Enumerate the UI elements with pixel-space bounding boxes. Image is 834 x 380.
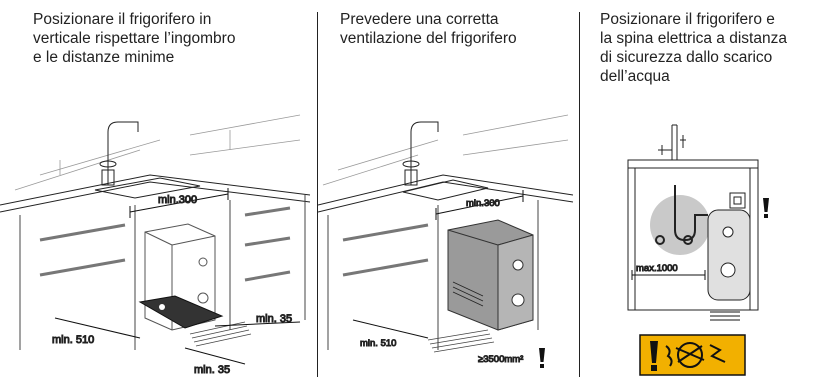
dimension-lines <box>54 188 301 365</box>
illustration-safety: max.1000 <box>627 124 769 376</box>
countertop <box>0 174 311 213</box>
faucet-icon <box>402 121 439 186</box>
dim-left: min. 510 <box>360 338 396 349</box>
cabinets <box>19 195 306 350</box>
base-tray <box>138 295 224 329</box>
illustration-placement: min.300 min. 35 min. 35 min. 510 <box>0 114 311 377</box>
dim-left: min. 510 <box>52 334 94 346</box>
exclamation-icon <box>650 341 658 371</box>
divider-1 <box>317 12 318 377</box>
warning-sign <box>639 334 746 376</box>
caption-safety: Posizionare il frigorifero e la spina el… <box>600 11 787 85</box>
faucet-icon <box>658 124 686 160</box>
dim-vent: ≥3500mm² <box>478 354 523 365</box>
dim-top: min.300 <box>466 198 500 209</box>
dimension-lines <box>631 270 706 280</box>
drain-zone <box>650 195 710 255</box>
cabinets <box>327 200 539 350</box>
panel-safety: Posizionare il frigorifero e la spina el… <box>580 0 834 380</box>
wall-tiles <box>14 114 301 191</box>
dim-top: min.300 <box>158 194 197 206</box>
refrigerator-icon <box>447 219 534 331</box>
caption-placement: Posizionare il frigorifero in verticale … <box>33 11 236 66</box>
dim-max: max.1000 <box>636 263 678 274</box>
wall-tiles <box>322 114 569 186</box>
divider-2 <box>579 12 580 377</box>
electric-shock-icon <box>665 342 726 368</box>
power-socket-icon <box>729 192 746 209</box>
drain-pipe-icon <box>655 185 708 245</box>
faucet-icon <box>99 121 139 186</box>
exclamation-icon <box>763 198 769 218</box>
dim-side-right: min. 35 <box>256 313 292 325</box>
dim-bottom-right: min. 35 <box>194 364 230 376</box>
cabinet-outline <box>627 159 759 311</box>
caption-ventilation: Prevedere una corretta ventilazione del … <box>340 11 517 47</box>
refrigerator-icon <box>707 209 751 301</box>
illustration-ventilation: min.300 min. 510 ≥3500mm² <box>318 114 574 368</box>
panel-placement: Posizionare il frigorifero in verticale … <box>0 0 318 380</box>
countertop <box>318 174 574 213</box>
dimension-lines <box>352 190 524 339</box>
panel-ventilation: Prevedere una corretta ventilazione del … <box>318 0 580 380</box>
exclamation-icon <box>539 348 545 368</box>
